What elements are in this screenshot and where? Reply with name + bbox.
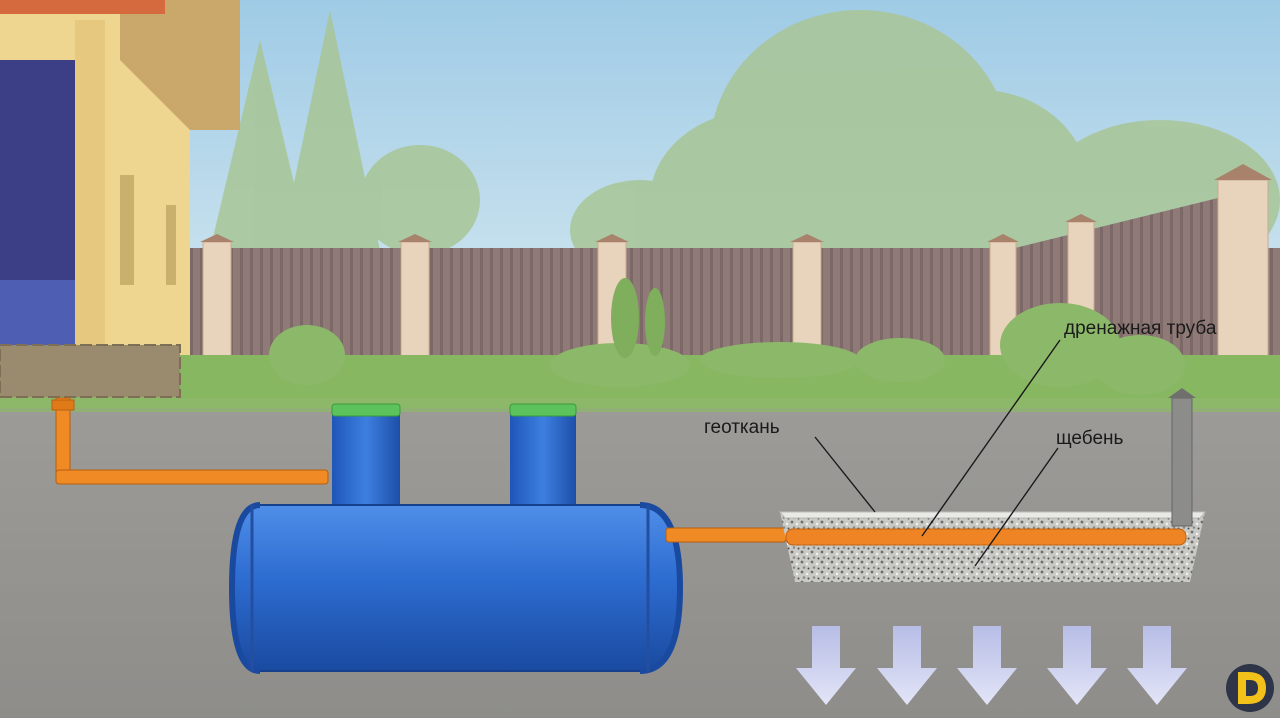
shrubs <box>269 278 1185 395</box>
infiltration-arrows <box>796 626 1187 705</box>
callout-line-geotextile <box>814 436 876 513</box>
hatch-lid-right <box>509 403 577 417</box>
vent-pipe <box>1171 397 1193 527</box>
callout-lines <box>814 339 1061 567</box>
outlet-pipe <box>665 527 787 543</box>
septic-tank <box>228 403 684 674</box>
callout-line-drain-pipe <box>921 339 1061 537</box>
hatch-lid-left <box>331 403 401 417</box>
drainage-field <box>778 388 1207 582</box>
drain-pipe <box>785 528 1187 546</box>
label-drain-pipe: дренажная труба <box>1064 318 1217 339</box>
label-geotextile: геоткань <box>704 417 780 438</box>
callout-line-gravel <box>974 447 1059 567</box>
inlet-pipe <box>51 397 329 485</box>
house <box>0 0 240 398</box>
brand-logo-icon <box>1226 664 1274 712</box>
label-gravel: щебень <box>1056 428 1124 449</box>
